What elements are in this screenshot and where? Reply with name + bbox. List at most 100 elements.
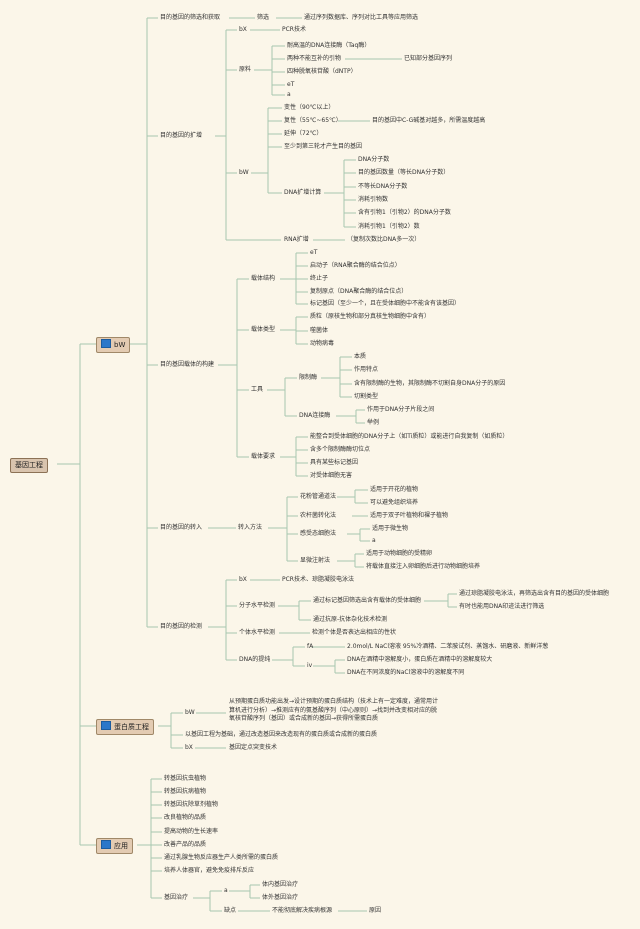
competent-cell-node[interactable]: 感受态细胞法: [300, 530, 337, 537]
root-node[interactable]: 基因工程: [10, 458, 48, 473]
materials-node[interactable]: 原料: [239, 66, 252, 73]
detection-node[interactable]: 目的基因的检测: [160, 623, 203, 630]
extraction-iv[interactable]: iv: [307, 662, 313, 669]
calc-item: DNA分子数: [358, 156, 390, 163]
screen-node[interactable]: 筛选: [257, 14, 270, 21]
requirement-item: 含多个限制酶酶切位点: [310, 446, 371, 453]
rna-amplify-node[interactable]: RNA扩增: [284, 236, 309, 243]
blue-tag-icon: [101, 339, 111, 348]
pcr-step: 复性（55℃~65℃）: [284, 117, 342, 124]
structure-item: 标记基因（至少一个，且在受体细胞中不能含有该基因）: [310, 300, 461, 307]
dna-calc-node[interactable]: DNA扩增计算: [284, 189, 322, 196]
branch-applications[interactable]: 应用: [96, 838, 133, 854]
calc-item: 含有引物1（引物2）的DNA分子数: [358, 209, 451, 216]
agro-note: 适用于双子叶植物和裸子植物: [370, 512, 449, 519]
application-item[interactable]: 提高动物的生长速率: [164, 828, 219, 835]
gene-therapy-node[interactable]: 基因治疗: [164, 894, 189, 901]
enzyme-item: 作用特点: [354, 366, 379, 373]
tools-node[interactable]: 工具: [251, 386, 264, 393]
structure-item: 启动子（RNA聚合酶的结合位点）: [310, 262, 401, 269]
therapy-flaw-note: 不能彻底解决疾病根源: [272, 907, 333, 914]
material-item: 耐高温的DNA连接酶（Taq酶）: [287, 42, 371, 49]
application-item[interactable]: 转基因抗除草剂植物: [164, 801, 219, 808]
structure-item: 终止子: [310, 275, 329, 282]
marker-screen-node[interactable]: 通过标记基因筛选出含有载体的受体细胞: [313, 597, 422, 604]
extraction-fa[interactable]: fA: [307, 643, 314, 650]
ligase-item: 作用于DNA分子片段之间: [367, 406, 435, 413]
restriction-enzyme-node[interactable]: 限制酶: [299, 374, 318, 381]
molecular-detection-node[interactable]: 分子水平检测: [239, 602, 276, 609]
pcr-step: 至少到第三轮才产生目的基因: [284, 143, 363, 150]
amplify-bw[interactable]: bW: [239, 169, 249, 176]
detection-bx[interactable]: bX: [239, 576, 247, 583]
therapy-type: 体外基因治疗: [262, 894, 299, 901]
therapy-a[interactable]: a: [224, 887, 228, 894]
micro-item: 适用于动物细胞的受精卵: [366, 550, 433, 557]
individual-note: 检测个体是否表达出相应的性状: [312, 629, 397, 636]
application-item[interactable]: 通过乳腺生物反应器生产人类所需的蛋白质: [164, 854, 279, 861]
pollen-item: 可以避免组织培养: [370, 499, 419, 506]
antibody-detection: 通过抗原-抗体杂化技术检测: [313, 616, 388, 623]
branch-protein-engineering[interactable]: 蛋白质工程: [96, 719, 154, 735]
dna-extraction-node[interactable]: DNA的提纯: [239, 656, 271, 663]
ligase-item: 举例: [367, 419, 380, 426]
agrobacterium-node[interactable]: 农杆菌转化法: [300, 512, 337, 519]
rna-note: （复制次数比DNA多一次）: [347, 236, 421, 243]
extraction-principle: DNA在不同浓度的NaCl溶液中的溶解度不同: [347, 669, 465, 676]
branch-bw-label: bW: [114, 341, 126, 349]
transfer-method-node[interactable]: 转入方法: [238, 524, 263, 531]
marker-screen-item: 通过琼脂凝胶电泳法，再筛选出含有目的基因的受体细胞: [459, 590, 610, 597]
microinjection-node[interactable]: 显微注射法: [300, 557, 331, 564]
application-item[interactable]: 改善产品的品质: [164, 841, 207, 848]
pollen-tube-node[interactable]: 花粉管通道法: [300, 493, 337, 500]
calc-item: 不等长DNA分子数: [358, 183, 408, 190]
calc-item: 消耗引物数: [358, 196, 389, 203]
protein-bx-note: 基因定点突变技术: [229, 744, 278, 751]
pcr-step: 延伸（72℃）: [284, 130, 323, 137]
therapy-flaw-reason[interactable]: 原因: [369, 907, 382, 914]
gene-transfer-node[interactable]: 目的基因的转入: [160, 524, 203, 531]
competent-item: a: [372, 537, 376, 544]
screen-desc: 通过序列数据库、序列对比工具等应用筛选: [304, 14, 419, 21]
vector-types-node[interactable]: 载体类型: [251, 326, 276, 333]
application-item[interactable]: 转基因抗病植物: [164, 788, 207, 795]
branch-applications-label: 应用: [114, 842, 128, 850]
extraction-principle: DNA在酒精中溶解度小，蛋白质在酒精中的溶解度较大: [347, 656, 493, 663]
material-item: 四种脱氧核苷酸（dNTP）: [287, 68, 357, 75]
requirement-item: 具有某些标记基因: [310, 459, 359, 466]
vector-requirements-node[interactable]: 载体要求: [251, 453, 276, 460]
protein-workflow-text: 从预期蛋白质功能出发→设计预期的蛋白质结构（技术上有一定难度，通常用计算机进行分…: [229, 698, 439, 722]
vector-build-node[interactable]: 目的基因载体的构建: [160, 361, 215, 368]
application-item[interactable]: 培养人体器官，避免免疫排斥反应: [164, 867, 255, 874]
amplify-node[interactable]: 目的基因的扩增: [160, 132, 203, 139]
vector-structure-node[interactable]: 载体结构: [251, 275, 276, 282]
material-item: 两种不能互补的引物: [287, 55, 342, 62]
application-item[interactable]: 改良植物的品质: [164, 814, 207, 821]
enzyme-item: 切割类型: [354, 393, 379, 400]
branch-protein-label: 蛋白质工程: [114, 723, 149, 731]
requirement-item: 能整合到受体细胞的DNA分子上（如Ti质粒）或能进行自我复制（如质粒）: [310, 433, 509, 440]
pcr-tech: PCR技术: [282, 26, 306, 33]
calc-item: 目的基因数量（等长DNA分子数）: [358, 169, 450, 176]
dna-ligase-node[interactable]: DNA连接酶: [299, 412, 331, 419]
branch-bw[interactable]: bW: [96, 337, 131, 353]
primer-note: 已知部分基因序列: [404, 55, 453, 62]
extraction-reagents: 2.0mol/L NaCl溶液 95%冷酒精、二苯胺试剂、蒸馏水、研磨液、新鲜洋…: [347, 643, 549, 650]
application-item[interactable]: 转基因抗虫植物: [164, 775, 207, 782]
type-item: 质粒（原核生物和部分真核生物细胞中含有）: [310, 313, 431, 320]
enzyme-item: 本质: [354, 353, 367, 360]
screen-get-node[interactable]: 目的基因的筛选和获取: [160, 14, 221, 21]
amplify-bx[interactable]: bX: [239, 26, 247, 33]
marker-screen-item: 有时也能用DNA印迹法进行筛选: [459, 603, 545, 610]
enzyme-item: 含有限制酶的生物，其限制酶不切割自身DNA分子的原因: [354, 380, 506, 387]
protein-bw[interactable]: bW: [185, 709, 195, 716]
pollen-item: 适用于开花的植物: [370, 486, 419, 493]
therapy-flaw-node[interactable]: 缺点: [224, 907, 237, 914]
material-item: a: [287, 91, 291, 98]
blue-tag-icon: [101, 840, 111, 849]
detection-bx-note: PCR技术、琼脂凝胶电泳法: [282, 576, 354, 583]
protein-bx[interactable]: bX: [185, 744, 193, 751]
material-item: eT: [287, 81, 295, 88]
individual-detection-node[interactable]: 个体水平检测: [239, 629, 276, 636]
pcr-step: 变性（90℃以上）: [284, 104, 335, 111]
